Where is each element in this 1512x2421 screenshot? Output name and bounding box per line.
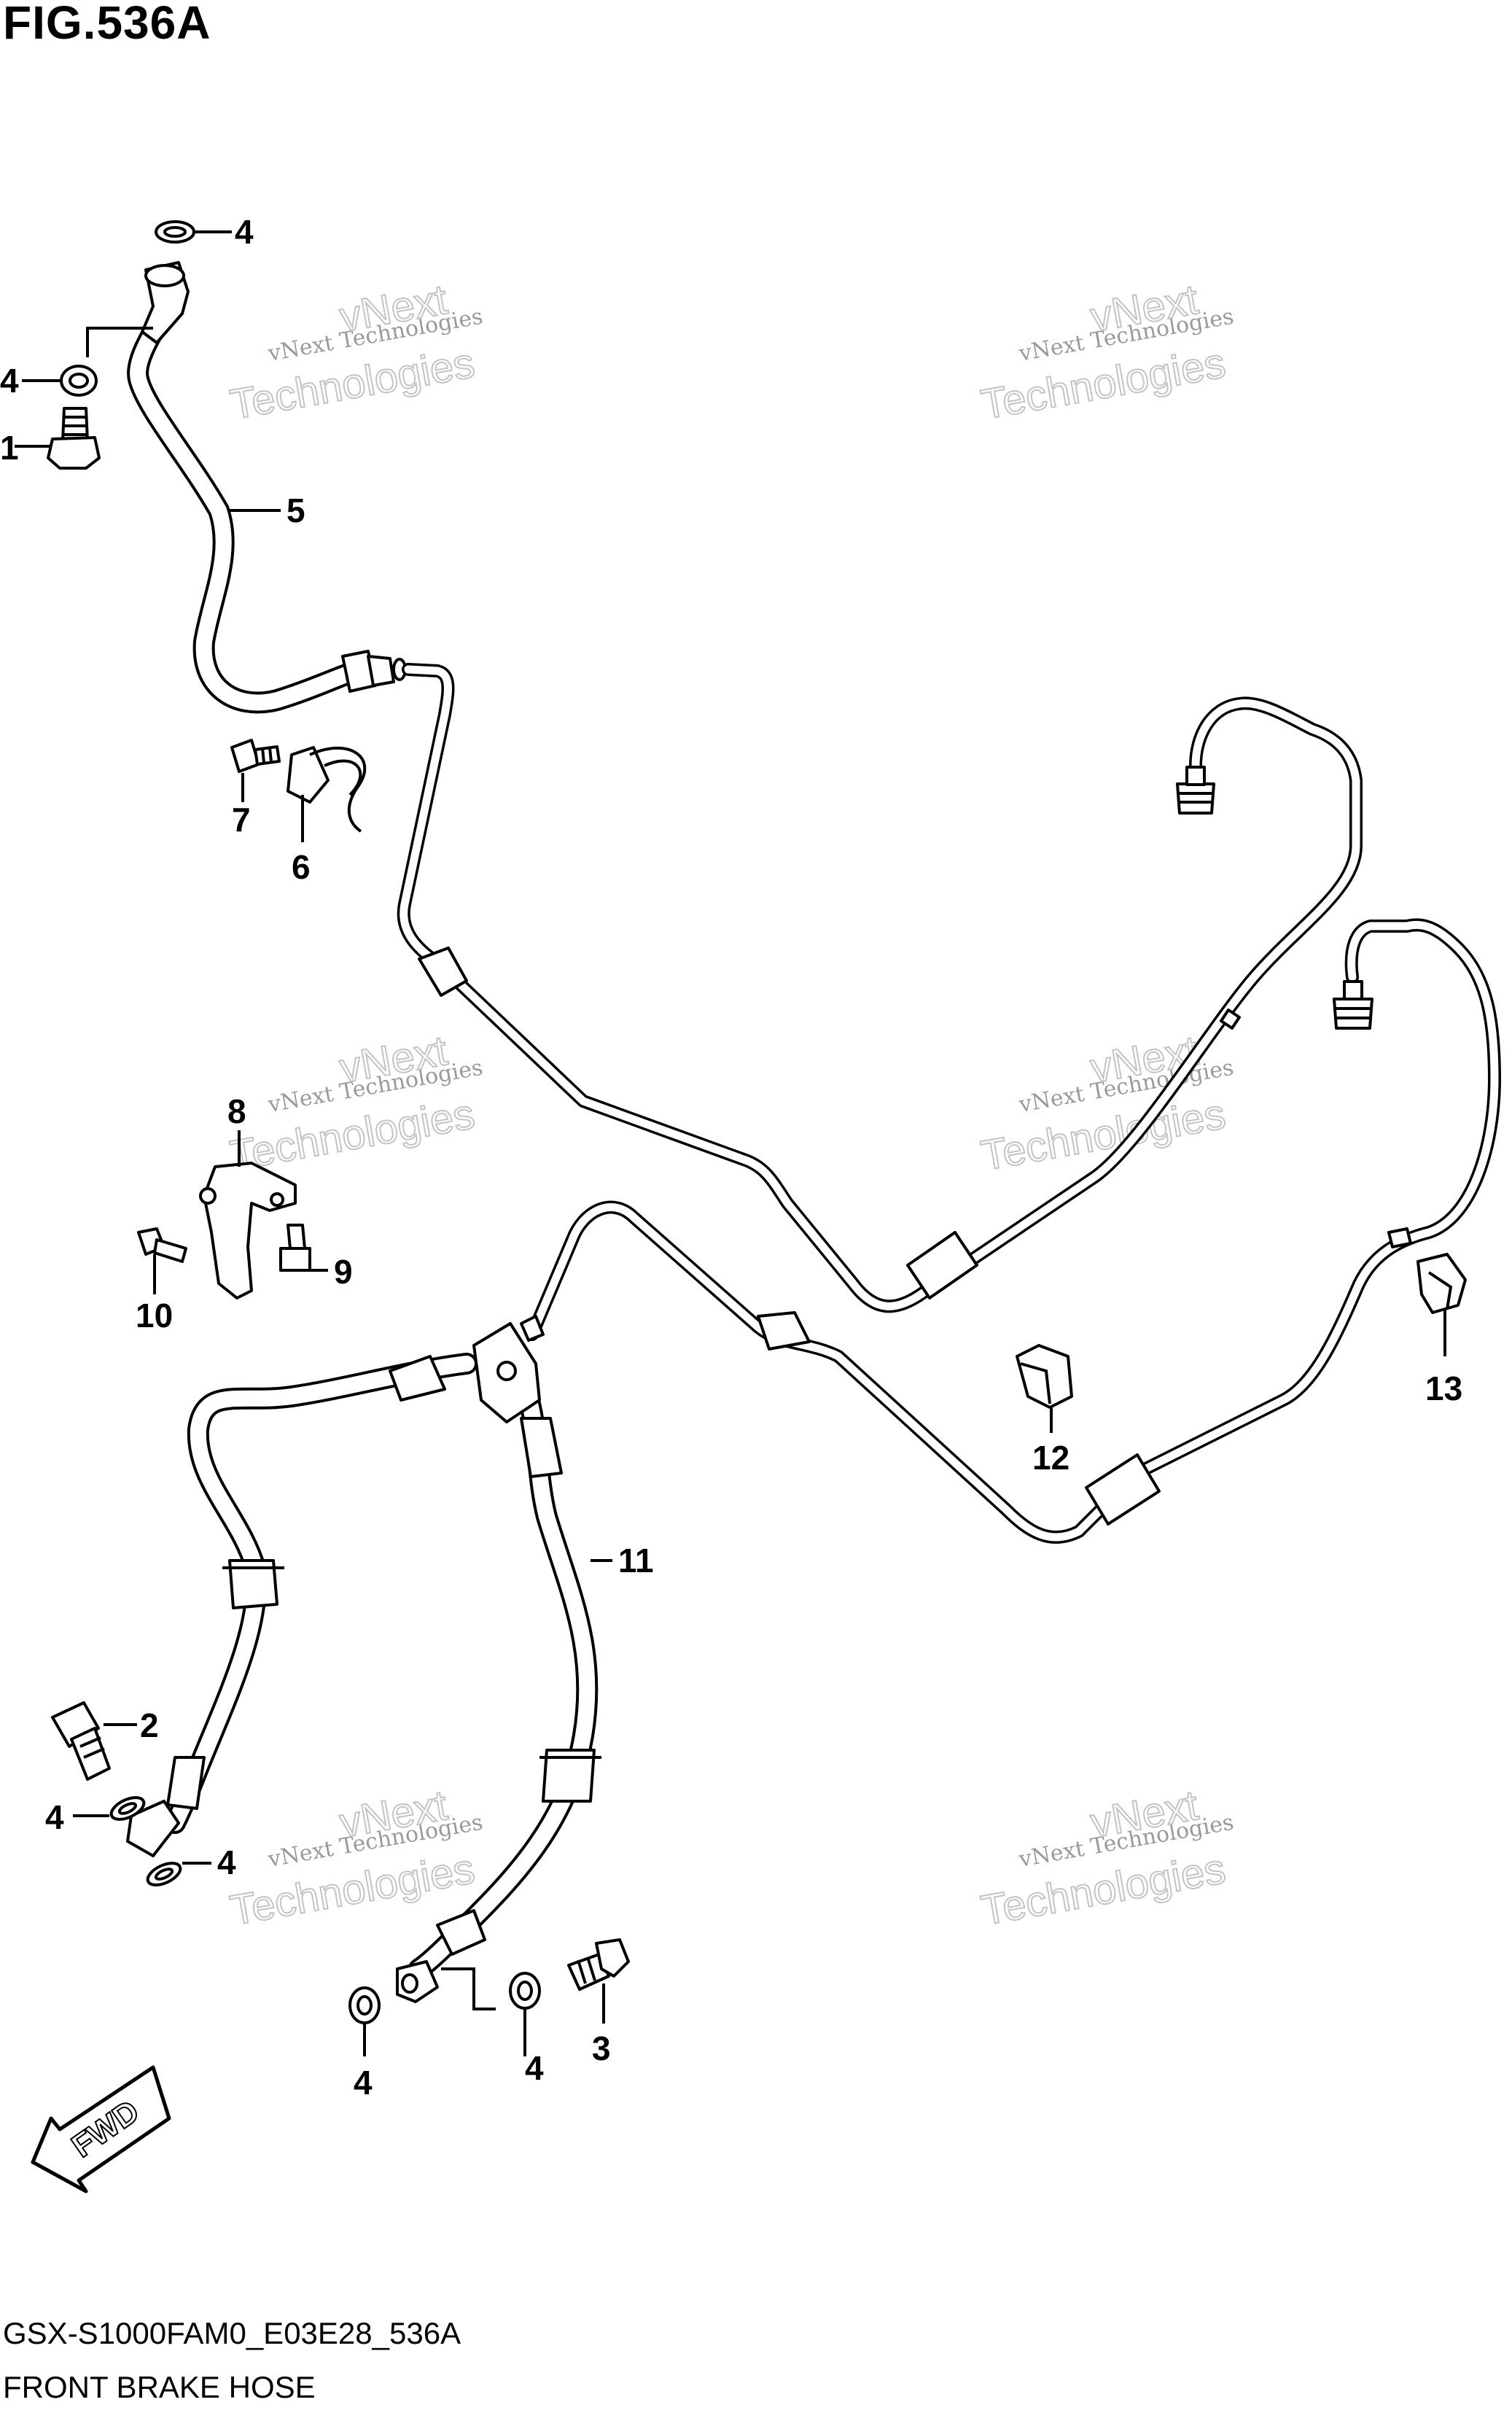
callout-12: 12 <box>1032 1439 1069 1477</box>
figure-title: FIG.536A <box>3 0 211 49</box>
union-bolt-1 <box>47 407 101 470</box>
callout-3: 3 <box>592 2029 611 2067</box>
callout-4-second: 4 <box>0 362 19 400</box>
hose-clamp-6 <box>287 746 367 833</box>
callout-2: 2 <box>140 1706 159 1744</box>
washer-lower-mid-1 <box>348 1986 381 2024</box>
washer-lower-mid-2 <box>509 1972 541 2010</box>
callout-7: 7 <box>232 801 251 839</box>
callout-1: 1 <box>0 429 19 467</box>
watermark-bottom-right: vNext Technologies vNext Technologies <box>977 1781 1236 1935</box>
bolt-9 <box>279 1224 311 1272</box>
watermark-top-right: vNext Technologies vNext Technologies <box>977 275 1236 430</box>
upper-brake-hose <box>127 261 407 714</box>
callout-5: 5 <box>287 491 305 529</box>
callout-6: 6 <box>292 848 311 886</box>
watermark-mid-left: vNext Technologies vNext Technologies <box>226 1026 485 1181</box>
svg-text:Technologies: Technologies <box>978 339 1229 429</box>
watermark-bottom-left: vNext Technologies vNext Technologies <box>226 1781 485 1935</box>
callout-10: 10 <box>136 1297 173 1334</box>
callout-4-lower-left-2: 4 <box>217 1843 236 1881</box>
callout-4-lower-right: 4 <box>525 2049 544 2087</box>
callout-8: 8 <box>227 1092 246 1130</box>
callout-11: 11 <box>618 1542 654 1579</box>
washer-lower-left-2 <box>146 1862 182 1886</box>
svg-text:Technologies: Technologies <box>227 1090 478 1180</box>
union-bolt-2 <box>51 1701 111 1781</box>
figure-caption: FRONT BRAKE HOSE <box>3 2370 316 2404</box>
bracket-8 <box>199 1162 297 1299</box>
svg-text:Technologies: Technologies <box>978 1845 1229 1935</box>
callout-9: 9 <box>334 1253 353 1291</box>
bolt-7 <box>230 739 281 773</box>
model-code: GSX-S1000FAM0_E03E28_536A <box>3 2316 461 2350</box>
brake-pipe-upper <box>397 663 1363 1313</box>
clamp-12 <box>1016 1344 1073 1409</box>
bolt-10 <box>137 1227 187 1263</box>
svg-text:Technologies: Technologies <box>227 339 478 429</box>
callout-numbers: 4 4 1 5 7 6 8 9 10 11 12 13 2 4 4 4 4 3 <box>0 213 1462 2102</box>
svg-text:Technologies: Technologies <box>227 1845 478 1935</box>
union-bolt-3 <box>567 1938 630 1991</box>
fwd-arrow-icon: FWD <box>31 2065 171 2193</box>
callout-13: 13 <box>1425 1369 1462 1407</box>
callout-4-lower-mid: 4 <box>354 2064 373 2102</box>
watermark-top-left: vNext Technologies vNext Technologies <box>226 275 485 430</box>
callout-4-top: 4 <box>235 213 254 251</box>
washer-lower-left-1 <box>109 1796 146 1821</box>
clamp-13 <box>1416 1253 1467 1314</box>
brake-pipe-lower <box>526 918 1501 1544</box>
lower-brake-hose-assembly <box>126 1315 601 2003</box>
leader-lines <box>15 230 1446 2056</box>
callout-4-lower-left: 4 <box>45 1798 64 1836</box>
